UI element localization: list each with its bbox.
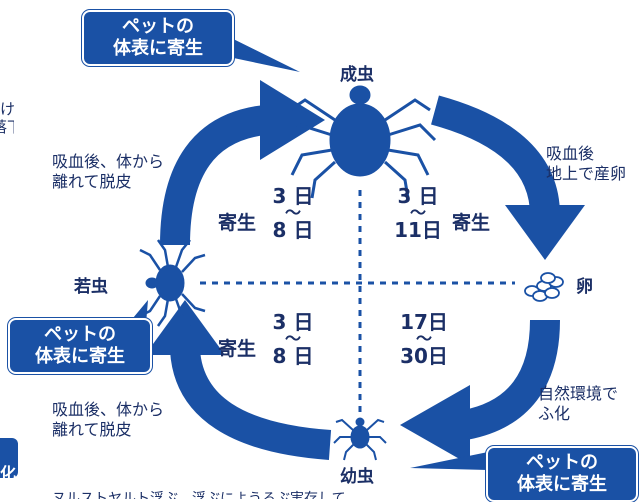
- edge-fragment-left-top-line1: け: [0, 100, 14, 118]
- edge-fragment-left-bottom: 化: [0, 464, 17, 483]
- parasite-upper-left: 寄生: [218, 212, 257, 234]
- callout-bottom-line1: ペットの: [526, 452, 598, 473]
- arrowhead-egg-to-larva: [400, 385, 470, 465]
- duration-lower-right-tilde: ～: [415, 329, 432, 348]
- duration-lower-right-to: 30日: [400, 344, 448, 368]
- duration-upper-right-unit-from: 日: [418, 184, 439, 208]
- edge-fragment-left-top-line2: 落下: [0, 118, 14, 136]
- callout-left: ペットの 体表に寄生: [8, 318, 152, 374]
- duration-upper-left-unit-from: 日: [293, 184, 314, 208]
- callout-bottom: ペットの 体表に寄生: [486, 446, 638, 502]
- transition-nymph-to-adult: 吸血後、体から 離れて脱皮: [52, 152, 164, 192]
- arrow-adult-to-egg: [430, 95, 560, 216]
- duration-lower-left-to: 8: [272, 344, 287, 368]
- egg-cluster-icon: [524, 272, 564, 302]
- transition-nymph-to-adult-line2: 離れて脱皮: [52, 172, 132, 191]
- edge-fragment-bottom-cut: ヌルストヤルト浮ぶ、浮ぶにようろぶ実存して: [52, 491, 346, 499]
- duration-upper-left-from: 3: [272, 184, 287, 208]
- duration-upper-right-from: 3: [397, 184, 412, 208]
- transition-adult-to-egg-line1: 吸血後: [546, 144, 595, 163]
- transition-larva-to-nymph-line2: 離れて脱皮: [52, 420, 132, 439]
- transition-adult-to-egg-line2: 地上で産卵: [546, 164, 627, 183]
- duration-upper-right-tilde: ～: [409, 203, 426, 222]
- arrowhead-larva-to-nymph: [145, 300, 225, 355]
- duration-upper-left-tilde: ～: [284, 203, 301, 222]
- stage-nymph-label: 若虫: [74, 277, 108, 297]
- transition-egg-to-larva: 自然環境で ふ化: [538, 384, 618, 424]
- duration-upper-right: 3 日 ～ 11日: [388, 186, 448, 240]
- duration-upper-left: 3 日 ～ 8 日: [268, 186, 318, 240]
- duration-upper-right-to: 11: [394, 218, 422, 242]
- duration-lower-left-from: 3: [272, 310, 287, 334]
- transition-larva-to-nymph: 吸血後、体から 離れて脱皮: [52, 400, 164, 440]
- duration-upper-left-unit-to: 日: [293, 218, 314, 242]
- transition-egg-to-larva-line2: ふ化: [538, 404, 571, 423]
- callout-tail-bottom: [410, 452, 488, 470]
- transition-nymph-to-adult-line1: 吸血後、体から: [52, 152, 165, 171]
- transition-larva-to-nymph-line1: 吸血後、体から: [52, 400, 165, 419]
- callout-left-line2: 体表に寄生: [35, 346, 125, 367]
- edge-fragment-left-box: 化: [0, 438, 18, 483]
- callout-left-line1: ペットの: [44, 324, 116, 345]
- callout-top-line2: 体表に寄生: [113, 38, 203, 59]
- transition-adult-to-egg: 吸血後 地上で産卵: [546, 144, 626, 184]
- duration-lower-right-from: 17日: [400, 310, 448, 334]
- duration-lower-right: 17日 ～ 30日: [392, 312, 456, 366]
- duration-lower-left: 3 日 ～ 8 日: [268, 312, 318, 366]
- larva-tick-icon: [333, 417, 387, 461]
- arrow-nymph-to-adult: [160, 105, 268, 246]
- adult-tick-icon: [283, 85, 437, 199]
- stage-egg-label: 卵: [576, 277, 593, 297]
- arrowhead-adult-to-egg: [505, 205, 585, 260]
- callout-bottom-line2: 体表に寄生: [517, 474, 607, 495]
- callout-top-line1: ペットの: [122, 16, 194, 37]
- duration-upper-left-to: 8: [272, 218, 287, 242]
- duration-upper-right-unit-to: 日: [421, 218, 442, 242]
- parasite-lower-left: 寄生: [218, 338, 257, 360]
- parasite-upper-right: 寄生: [452, 212, 491, 234]
- transition-egg-to-larva-line1: 自然環境で: [538, 384, 619, 403]
- stage-adult-label: 成虫: [340, 65, 374, 85]
- duration-lower-left-tilde: ～: [284, 329, 301, 348]
- edge-fragment-left-top: け 落下: [0, 100, 14, 136]
- nymph-tick-icon: [139, 239, 206, 327]
- callout-top: ペットの 体表に寄生: [82, 10, 234, 66]
- arrow-egg-to-larva: [461, 319, 560, 440]
- duration-lower-left-unit-to: 日: [293, 344, 314, 368]
- arrowhead-nymph-to-adult: [260, 80, 325, 160]
- stage-larva-label: 幼虫: [340, 467, 374, 487]
- arrow-larva-to-nymph: [170, 348, 332, 460]
- duration-lower-left-unit-from: 日: [293, 310, 314, 334]
